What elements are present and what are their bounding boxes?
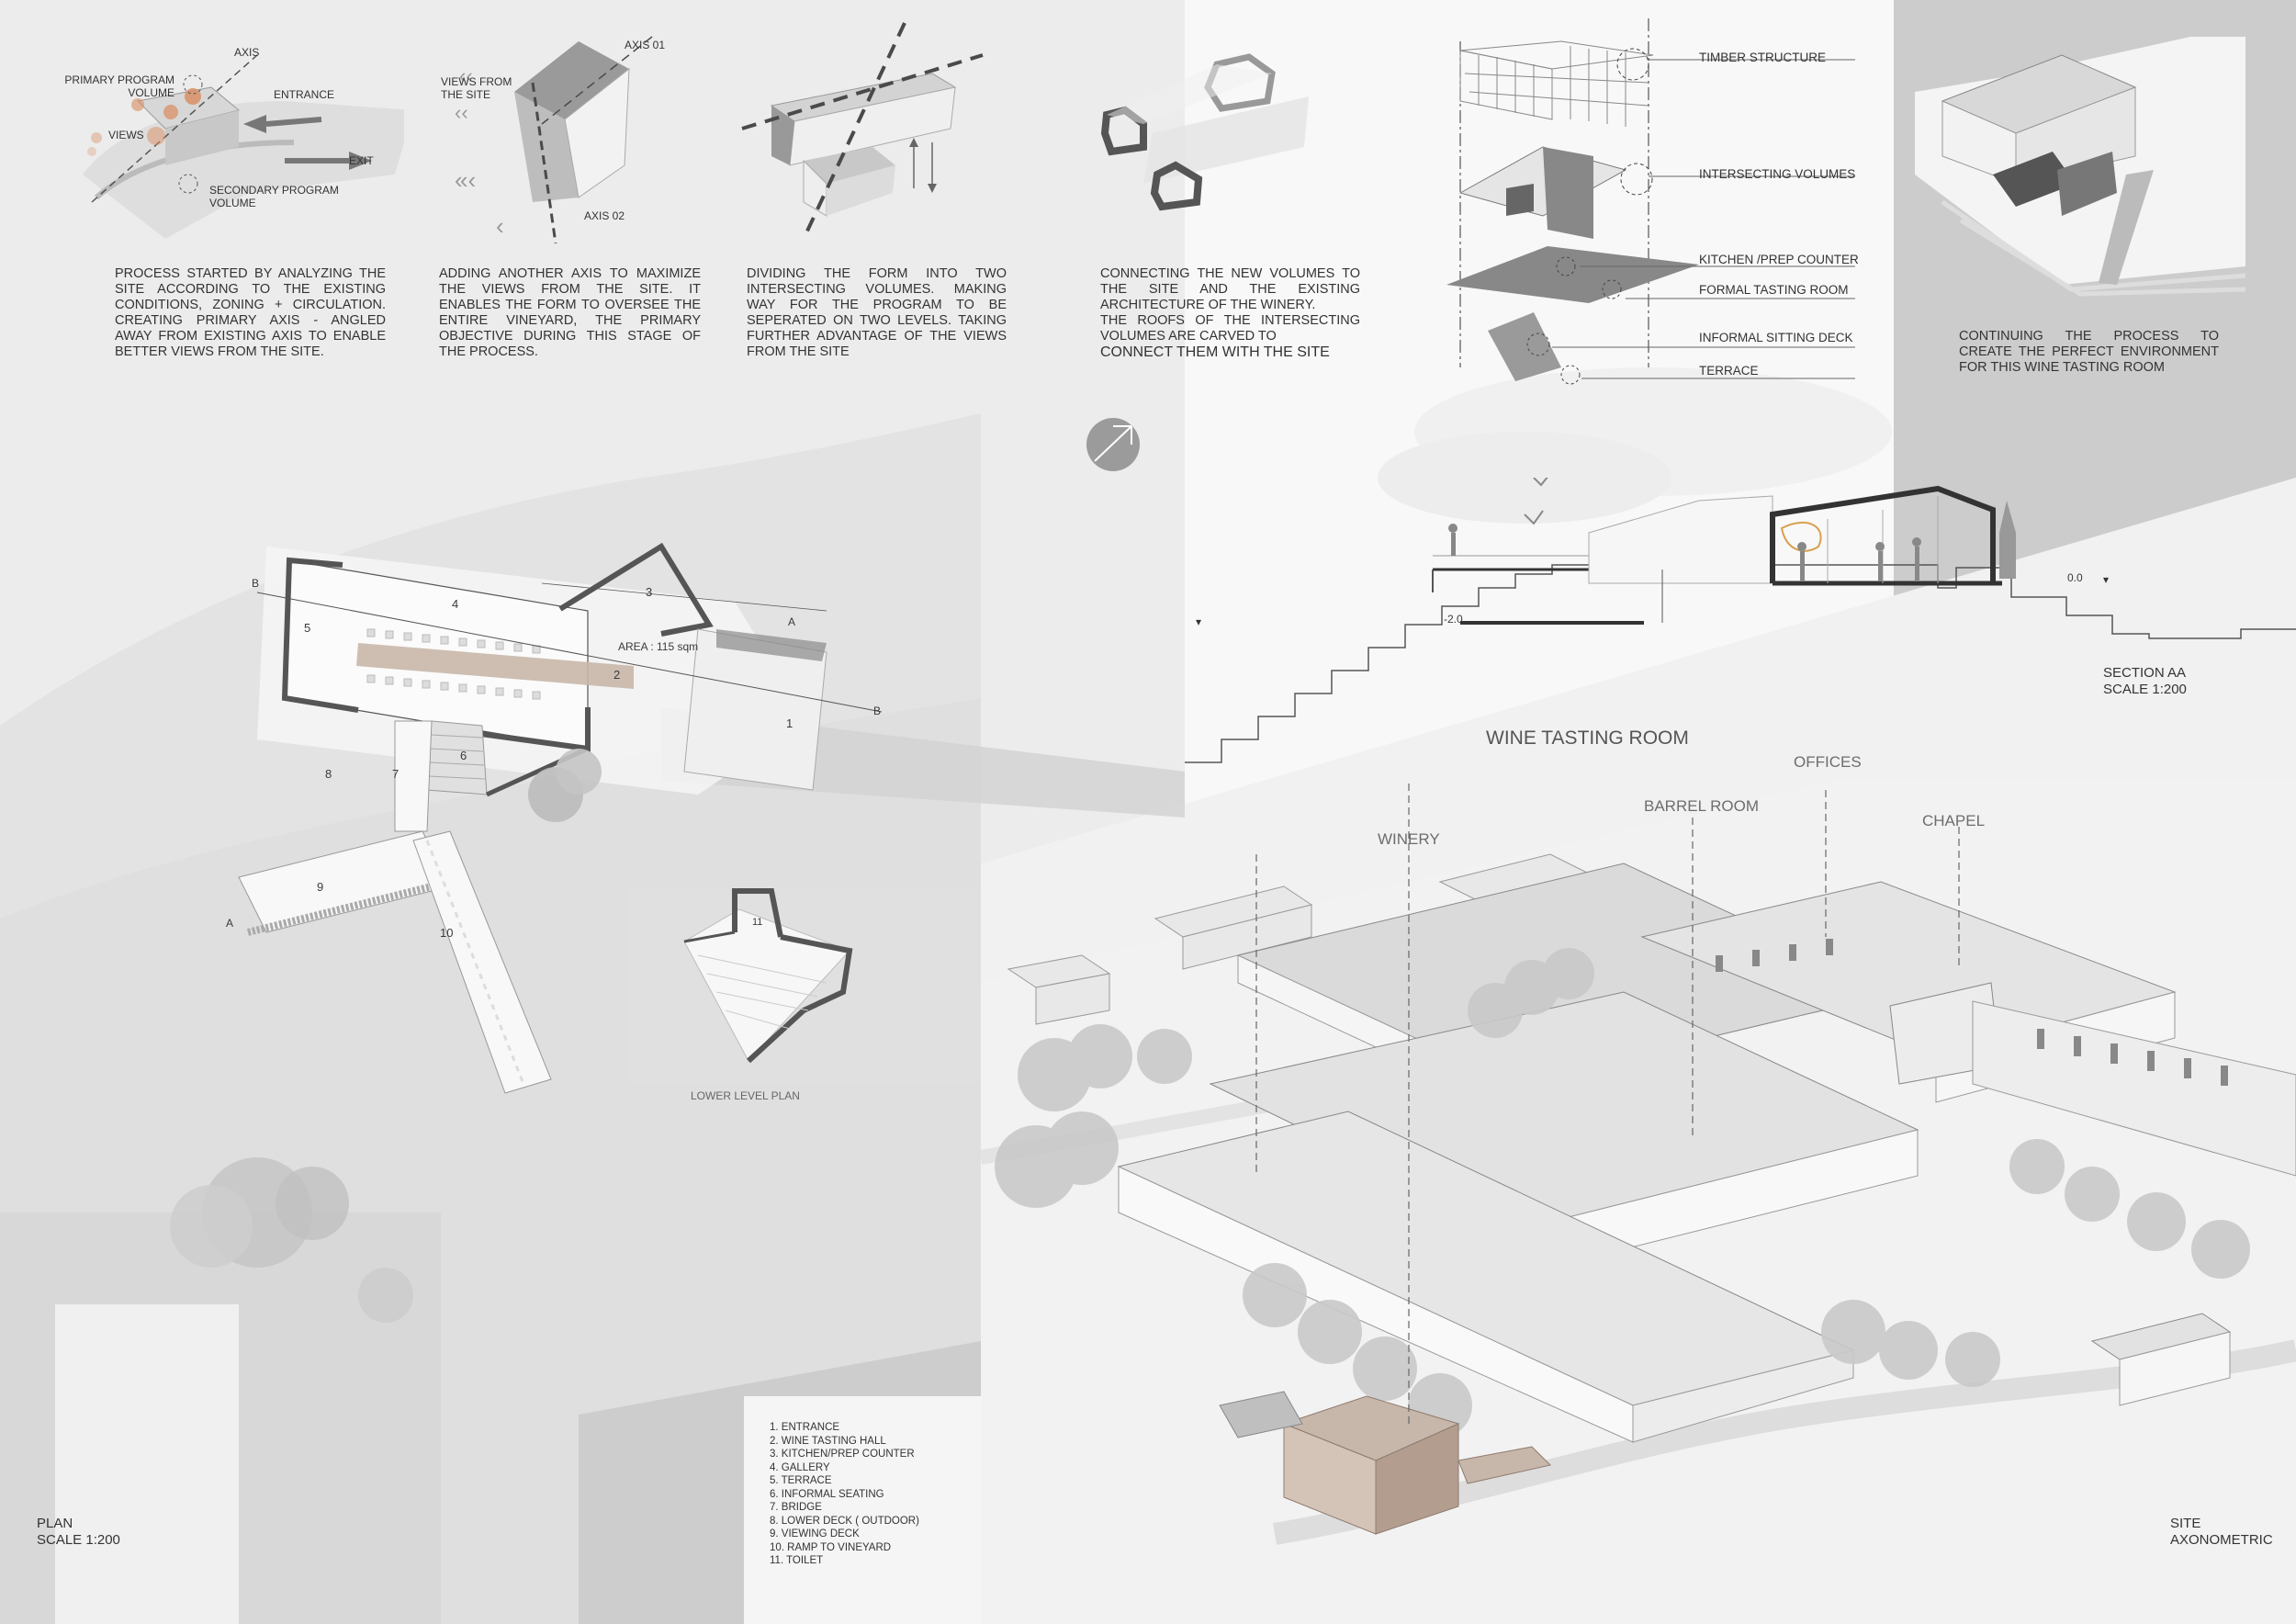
exploded-axonometric <box>1446 18 1855 385</box>
room-number-10: 10 <box>440 926 454 940</box>
room-number-5: 5 <box>304 621 311 635</box>
axo-label-wine-tasting-room: WINE TASTING ROOM <box>1486 727 1689 749</box>
legend-item: 11. TOILET <box>770 1555 824 1566</box>
section-level-upper: 0.0 <box>2067 571 2083 584</box>
room-number-1: 1 <box>786 716 793 730</box>
label-axis: AXIS <box>234 46 260 59</box>
svg-text:‹‹: ‹‹ <box>455 101 468 124</box>
plan-cut-a-right: A <box>788 615 796 628</box>
plan-cut-b-bottom: B <box>873 705 882 717</box>
svg-text:▾: ▾ <box>1196 615 1201 628</box>
legend-item: 6. INFORMAL SEATING <box>770 1488 884 1500</box>
svg-text:‹: ‹ <box>496 212 504 240</box>
process-diagram-3 <box>741 22 984 240</box>
plan-legend: 1. ENTRANCE 2. WINE TASTING HALL 3. KITC… <box>770 1421 919 1568</box>
exploded-label-volumes: INTERSECTING VOLUMES <box>1699 167 1856 181</box>
lower-level-plan-label: LOWER LEVEL PLAN <box>691 1089 800 1102</box>
room-number-4: 4 <box>452 597 459 611</box>
label-secondary-program: SECONDARY PROGRAM VOLUME <box>209 184 339 209</box>
section-aa-drawing: ▾ ▾ <box>1185 478 2296 763</box>
room-number-7: 7 <box>392 767 400 781</box>
legend-item: 2. WINE TASTING HALL <box>770 1435 886 1447</box>
legend-item: 10. RAMP TO VINEYARD <box>770 1541 892 1553</box>
legend-item: 7. BRIDGE <box>770 1502 822 1513</box>
label-views: VIEWS <box>108 129 144 141</box>
axo-title-site: SITE <box>2170 1516 2201 1531</box>
site-axonometric-drawing <box>981 781 2296 1624</box>
axo-label-barrel-room: BARREL ROOM <box>1644 797 1760 815</box>
label-entrance: ENTRANCE <box>274 88 335 101</box>
plan-trees <box>170 1157 413 1323</box>
label-axis-01: AXIS 01 <box>625 39 666 51</box>
plan-title: PLAN <box>37 1516 73 1531</box>
legend-item: 5. TERRACE <box>770 1475 832 1486</box>
label-axis-02: AXIS 02 <box>584 209 625 222</box>
lower-level-plan-drawing <box>683 888 853 1064</box>
plan-scale: SCALE 1:200 <box>37 1532 120 1548</box>
room-number-11: 11 <box>752 917 763 928</box>
plan-cut-b-top: B <box>252 577 260 590</box>
process-text-4a: Connecting the new volumes to the site a… <box>1100 266 1360 312</box>
legend-item: 9. VIEWING DECK <box>770 1528 860 1539</box>
plan-area-label: AREA : 115 sqm <box>618 640 699 653</box>
axo-label-offices: OFFICES <box>1794 753 1862 771</box>
process-text-4b: The roofs of the intersecting volumes ar… <box>1100 313 1360 344</box>
process-text-3: Dividing the form into two intersecting … <box>747 266 1007 359</box>
axo-title-axonometric: AXONOMETRIC <box>2170 1532 2273 1548</box>
north-arrow-icon <box>1086 418 1140 471</box>
legend-item: 4. GALLERY <box>770 1461 830 1473</box>
exploded-label-timber: TIMBER STRUCTURE <box>1699 51 1826 64</box>
room-number-8: 8 <box>325 767 332 781</box>
legend-item: 1. ENTRANCE <box>770 1422 840 1433</box>
exploded-label-kitchen: KITCHEN /PREP COUNTER <box>1699 253 1859 266</box>
svg-text:«‹: «‹ <box>455 166 476 194</box>
room-number-6: 6 <box>460 749 467 762</box>
process-text-2: Adding another axis to maximize the view… <box>439 266 701 359</box>
process-text-4c: connect them with the site <box>1100 344 1330 360</box>
axo-label-chapel: CHAPEL <box>1922 812 1986 829</box>
process-text-5: Continuing the process to create the per… <box>1959 329 2219 375</box>
label-exit: EXIT <box>349 154 374 167</box>
room-number-3: 3 <box>646 585 653 599</box>
label-views-from-site: VIEWS FROM THE SITE <box>441 75 512 101</box>
axo-label-winery: WINERY <box>1378 830 1440 848</box>
process-render-5 <box>1915 37 2245 297</box>
legend-item: 8. LOWER DECK ( OUTDOOR) <box>770 1515 919 1527</box>
floor-plan-drawing <box>238 542 883 1094</box>
exploded-label-terrace: TERRACE <box>1699 364 1759 378</box>
section-scale: SCALE 1:200 <box>2103 682 2187 697</box>
section-level-lower: -2.0 <box>1444 613 1463 626</box>
process-diagram-4 <box>1100 53 1309 211</box>
label-primary-program: PRIMARY PROGRAM VOLUME <box>64 73 174 99</box>
legend-item: 3. KITCHEN/PREP COUNTER <box>770 1449 915 1460</box>
exploded-label-formal: FORMAL TASTING ROOM <box>1699 283 1849 297</box>
process-text-4: Connecting the new volumes to the site a… <box>1100 266 1360 360</box>
section-title: SECTION AA <box>2103 665 2187 681</box>
process-text-1: Process started by analyzing the site ac… <box>115 266 386 359</box>
room-number-2: 2 <box>613 668 621 682</box>
exploded-label-informal: INFORMAL SITTING DECK <box>1699 331 1853 344</box>
plan-cut-a-left: A <box>226 917 234 930</box>
process-diagram-1 <box>83 54 404 239</box>
room-number-9: 9 <box>317 880 324 894</box>
process-diagram-2: ‹‹ ‹‹ «‹ ‹ <box>455 36 653 244</box>
svg-text:‹‹: ‹‹ <box>459 64 473 87</box>
svg-text:▾: ▾ <box>2103 573 2109 586</box>
